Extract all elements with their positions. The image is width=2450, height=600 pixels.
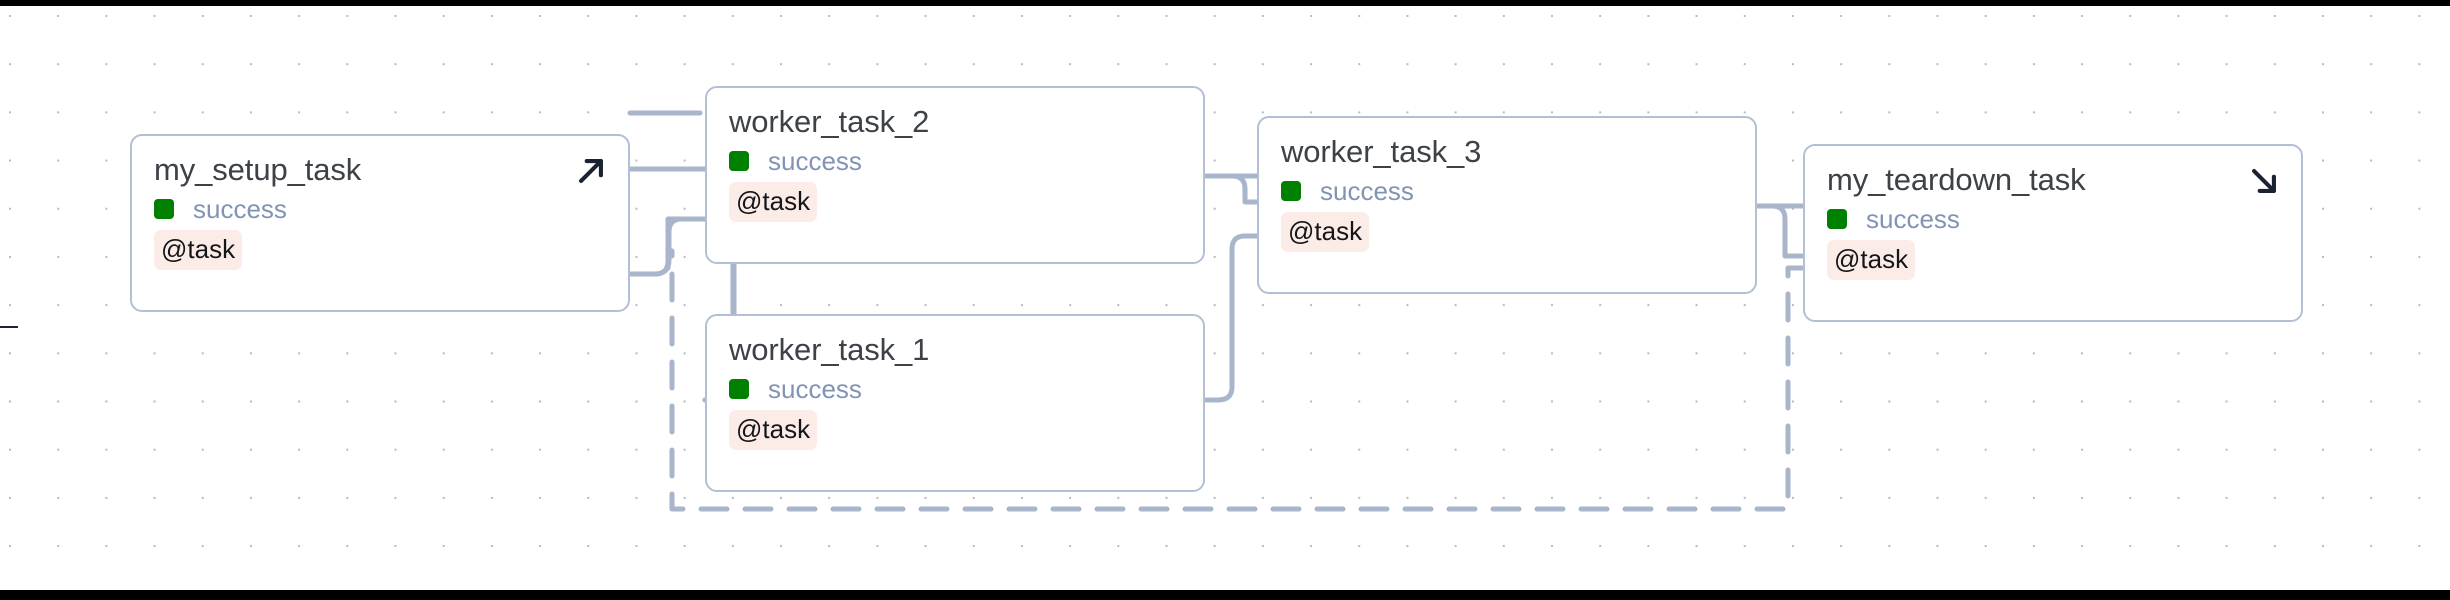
node-decorator-badge: @task	[729, 409, 818, 450]
node-decorator-badge: @task	[1827, 239, 1916, 280]
node-title: worker_task_3	[1281, 134, 1482, 169]
node-title: my_teardown_task	[1827, 162, 2086, 197]
node-badge-row: @task	[1281, 211, 1733, 252]
node-status-row: success	[154, 196, 606, 222]
graph-canvas[interactable]: my_setup_task success @task worker_task_…	[0, 6, 2450, 590]
node-status-row: success	[1281, 178, 1733, 204]
edge-worker2-to-worker3	[1202, 173, 1260, 205]
node-decorator-badge: @task	[154, 229, 243, 270]
status-success-swatch	[729, 378, 749, 399]
node-status-label: success	[1866, 203, 1960, 234]
task-node-worker-task-2[interactable]: worker_task_2 success @task	[705, 86, 1205, 264]
node-status-label: success	[1320, 175, 1414, 206]
node-title: worker_task_2	[729, 104, 930, 139]
task-node-worker-task-1[interactable]: worker_task_1 success @task	[705, 314, 1205, 492]
node-badge-row: @task	[1827, 239, 2279, 280]
task-node-my-teardown-task[interactable]: my_teardown_task success @task	[1803, 144, 2303, 322]
status-success-swatch	[1281, 180, 1301, 201]
node-decorator-badge: @task	[729, 181, 818, 222]
node-badge-row: @task	[154, 229, 606, 270]
node-status-label: success	[768, 145, 862, 176]
node-status-row: success	[729, 148, 1181, 174]
node-status-label: success	[193, 193, 287, 224]
status-success-swatch	[1827, 208, 1847, 229]
arrow-down-right-icon[interactable]	[2247, 164, 2281, 198]
node-decorator-badge: @task	[1281, 211, 1370, 252]
edge-teardown-inbound-rail	[1754, 203, 1806, 259]
task-node-my-setup-task[interactable]: my_setup_task success @task	[130, 134, 630, 312]
node-status-row: success	[729, 376, 1181, 402]
node-badge-row: @task	[729, 181, 1181, 222]
canvas-left-edge-tick	[0, 326, 18, 328]
task-node-worker-task-3[interactable]: worker_task_3 success @task	[1257, 116, 1757, 294]
status-success-swatch	[154, 198, 174, 219]
node-status-row: success	[1827, 206, 2279, 232]
node-title: my_setup_task	[154, 152, 362, 187]
node-badge-row: @task	[729, 409, 1181, 450]
edge-worker1-to-worker3	[1202, 233, 1260, 403]
node-status-label: success	[768, 373, 862, 404]
node-title: worker_task_1	[729, 332, 930, 367]
arrow-up-right-icon[interactable]	[574, 154, 608, 188]
status-success-swatch	[729, 150, 749, 171]
